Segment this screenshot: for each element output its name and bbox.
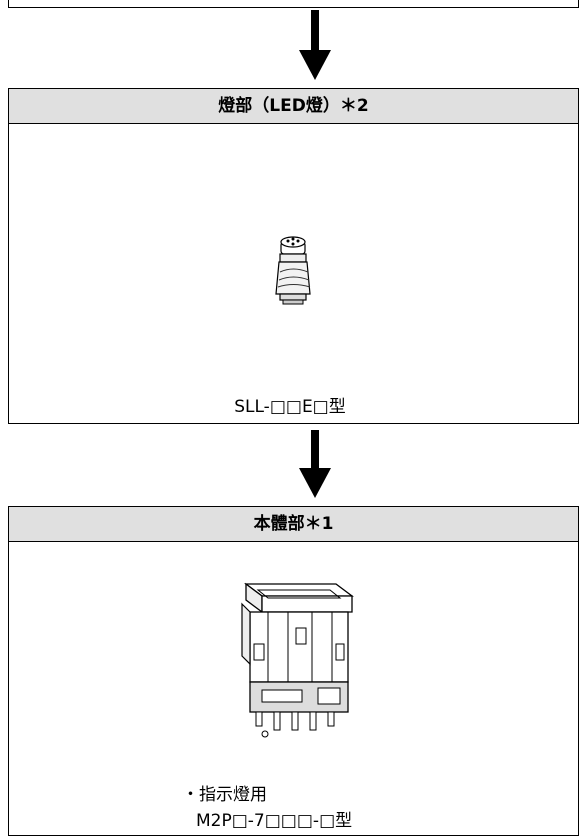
down-arrow-icon xyxy=(299,10,331,80)
main-body-model: M2P□-7□□□-□型 xyxy=(196,811,353,831)
main-body-usage: ・指示燈用 xyxy=(182,785,267,805)
led-lamp-illustration xyxy=(275,236,311,305)
main-body-header: 本體部＊1 xyxy=(9,507,578,542)
led-lamp-model: SLL-□□E□型 xyxy=(234,397,346,417)
switch-body-illustration xyxy=(241,582,354,738)
led-lamp-header: 燈部（LED燈）＊2 xyxy=(9,89,578,124)
down-arrow-icon xyxy=(299,430,331,498)
led-lamp-box: 燈部（LED燈）＊2 xyxy=(8,88,579,424)
previous-box xyxy=(8,0,579,8)
